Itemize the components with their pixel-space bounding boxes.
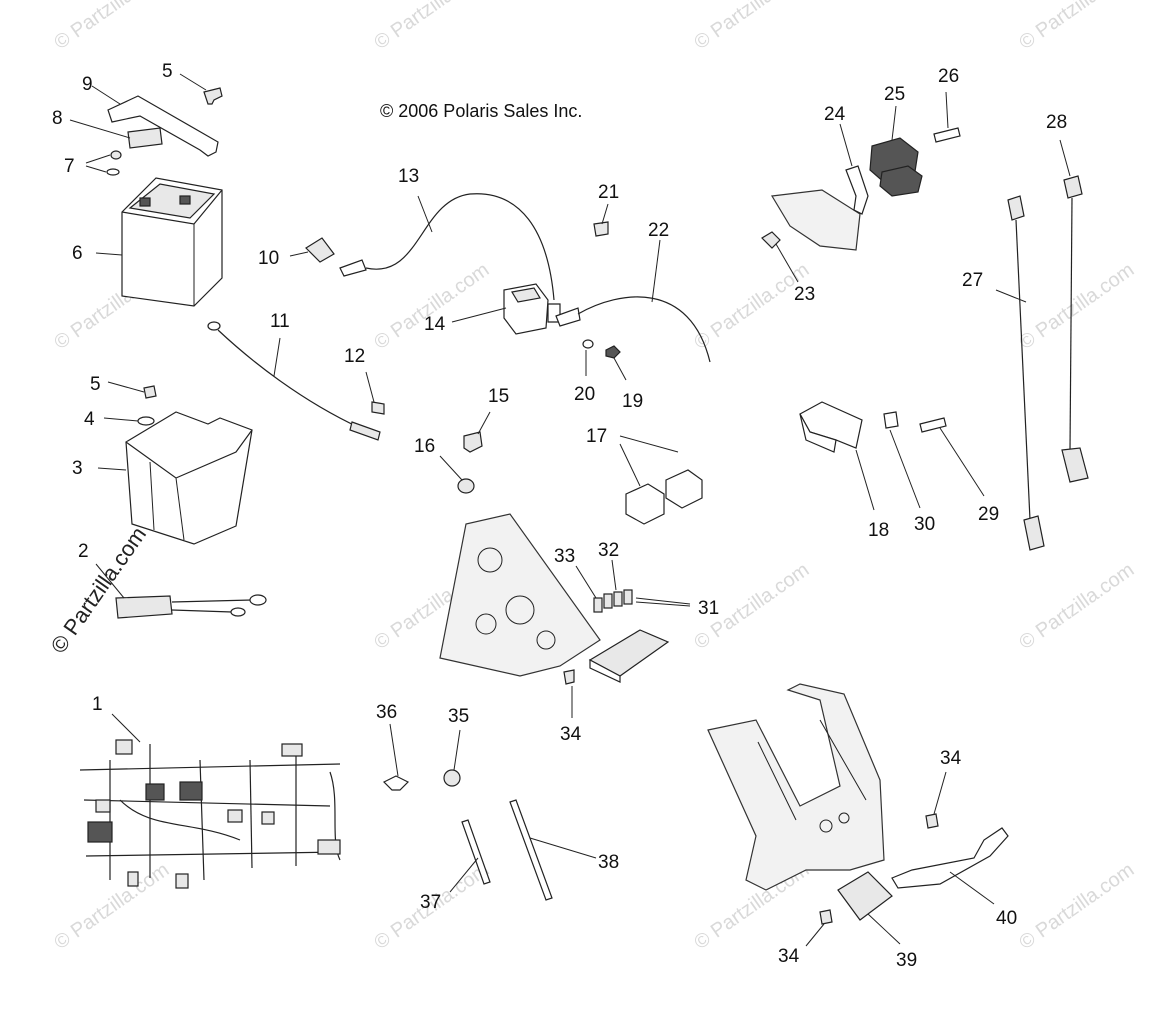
spark-plug-wire-part: 27 <box>962 195 1045 551</box>
callout-17: 17 <box>586 426 607 447</box>
callout-22: 22 <box>648 220 669 241</box>
screw-part: 34 <box>925 748 962 829</box>
main-harness-part: 1 <box>79 694 341 889</box>
starter-cable-part: 22 <box>577 220 711 363</box>
callout-15: 15 <box>488 386 509 407</box>
relay-part: 17 <box>586 426 703 525</box>
callout-34: 34 <box>940 748 962 769</box>
vehicle-frame-part <box>707 683 885 891</box>
callout-26: 26 <box>938 66 959 87</box>
callout-11: 11 <box>270 311 290 332</box>
callout-14: 14 <box>424 314 446 335</box>
bolt-part: 26 <box>933 66 961 143</box>
callout-32: 32 <box>598 540 619 561</box>
nut-part: 23 <box>761 231 815 305</box>
callout-1: 1 <box>92 694 103 715</box>
callout-39: 39 <box>896 950 917 971</box>
callout-10: 10 <box>258 248 279 269</box>
callout-40: 40 <box>996 908 1017 929</box>
pad-part: 8 <box>52 108 163 149</box>
callout-20: 20 <box>574 384 595 405</box>
callout-30: 30 <box>914 514 935 535</box>
watermark: © Partzilla.com <box>50 0 173 54</box>
cable-tie-part: 37 <box>420 819 491 913</box>
watermark: © Partzilla.com <box>1015 559 1138 654</box>
watermark: © Partzilla.com <box>1015 259 1138 354</box>
switch-part: 15 <box>463 386 509 453</box>
callout-24: 24 <box>824 104 846 125</box>
side-watermark: © Partzilla.com <box>46 522 152 658</box>
watermark: © Partzilla.com <box>370 259 493 354</box>
washer-part: 4 <box>84 409 155 430</box>
callout-6: 6 <box>72 243 83 264</box>
cover-plate-part: 39 <box>837 871 917 971</box>
callout-36: 36 <box>376 702 397 723</box>
callout-12: 12 <box>344 346 365 367</box>
bushing-part: 16 <box>414 436 475 494</box>
watermark: © Partzilla.com <box>690 259 813 354</box>
ground-harness-part: 2 <box>78 541 267 619</box>
callout-8: 8 <box>52 108 63 129</box>
copyright-text: © 2006 Polaris Sales Inc. <box>380 101 582 121</box>
watermark: © Partzilla.com <box>50 859 173 954</box>
washer-part: 20 <box>574 339 595 405</box>
callout-31: 31 <box>698 598 719 619</box>
spark-plug-wire-part: 28 <box>1046 112 1089 483</box>
negative-cable-part: 11 <box>207 311 381 441</box>
callout-21: 21 <box>598 182 619 203</box>
relay-bracket-part: 24 <box>771 104 869 251</box>
mounting-panel-part <box>439 513 601 677</box>
callout-23: 23 <box>794 284 815 305</box>
callout-3: 3 <box>72 458 83 479</box>
screw-part: 5 <box>162 61 223 105</box>
mounting-bracket-part: 40 <box>891 827 1017 929</box>
screw-part: 29 <box>919 417 999 525</box>
watermark: © Partzilla.com <box>690 0 813 54</box>
bolt-part: 21 <box>593 182 619 237</box>
hold-down-strap-part: 9 <box>82 74 219 157</box>
callout-5: 5 <box>162 61 173 82</box>
clip-part: 35 <box>443 706 469 787</box>
clip-part: 30 <box>883 411 935 535</box>
callout-5: 5 <box>90 374 101 395</box>
callout-16: 16 <box>414 436 435 457</box>
callout-13: 13 <box>398 166 419 187</box>
bolt-part: 12 <box>344 346 385 415</box>
watermark: © Partzilla.com <box>370 0 493 54</box>
watermark: © Partzilla.com <box>1015 859 1138 954</box>
relay-module-part: 25 <box>869 84 923 197</box>
callout-29: 29 <box>978 504 999 525</box>
callout-4: 4 <box>84 409 95 430</box>
callout-19: 19 <box>622 391 643 412</box>
callout-38: 38 <box>598 852 619 873</box>
cable-tie-part: 38 <box>509 799 619 901</box>
screw-part: 5 <box>90 374 157 399</box>
nut-part: 19 <box>605 345 643 412</box>
callout-34: 34 <box>778 946 800 967</box>
callout-9: 9 <box>82 74 93 95</box>
callout-35: 35 <box>448 706 469 727</box>
callout-33: 33 <box>554 546 575 567</box>
screw-part: 34 <box>778 909 833 967</box>
callout-18: 18 <box>868 520 889 541</box>
callout-28: 28 <box>1046 112 1067 133</box>
callout-7: 7 <box>64 156 75 177</box>
callout-27: 27 <box>962 270 983 291</box>
wire-clip-part: 36 <box>376 702 410 791</box>
callout-34: 34 <box>560 724 582 745</box>
battery-box-part: 3 <box>72 411 253 545</box>
battery-part: 6 <box>72 177 223 307</box>
watermark: © Partzilla.com <box>1015 0 1138 54</box>
callout-37: 37 <box>420 892 441 913</box>
fuse-box-part: 34 <box>560 629 670 745</box>
callout-2: 2 <box>78 541 89 562</box>
callout-25: 25 <box>884 84 905 105</box>
bolt-washer-part: 7 <box>64 150 122 177</box>
ignition-module-part: 18 <box>799 401 889 541</box>
fuse-part: 33 32 31 <box>554 540 719 619</box>
starter-solenoid-part: 14 <box>424 283 581 335</box>
